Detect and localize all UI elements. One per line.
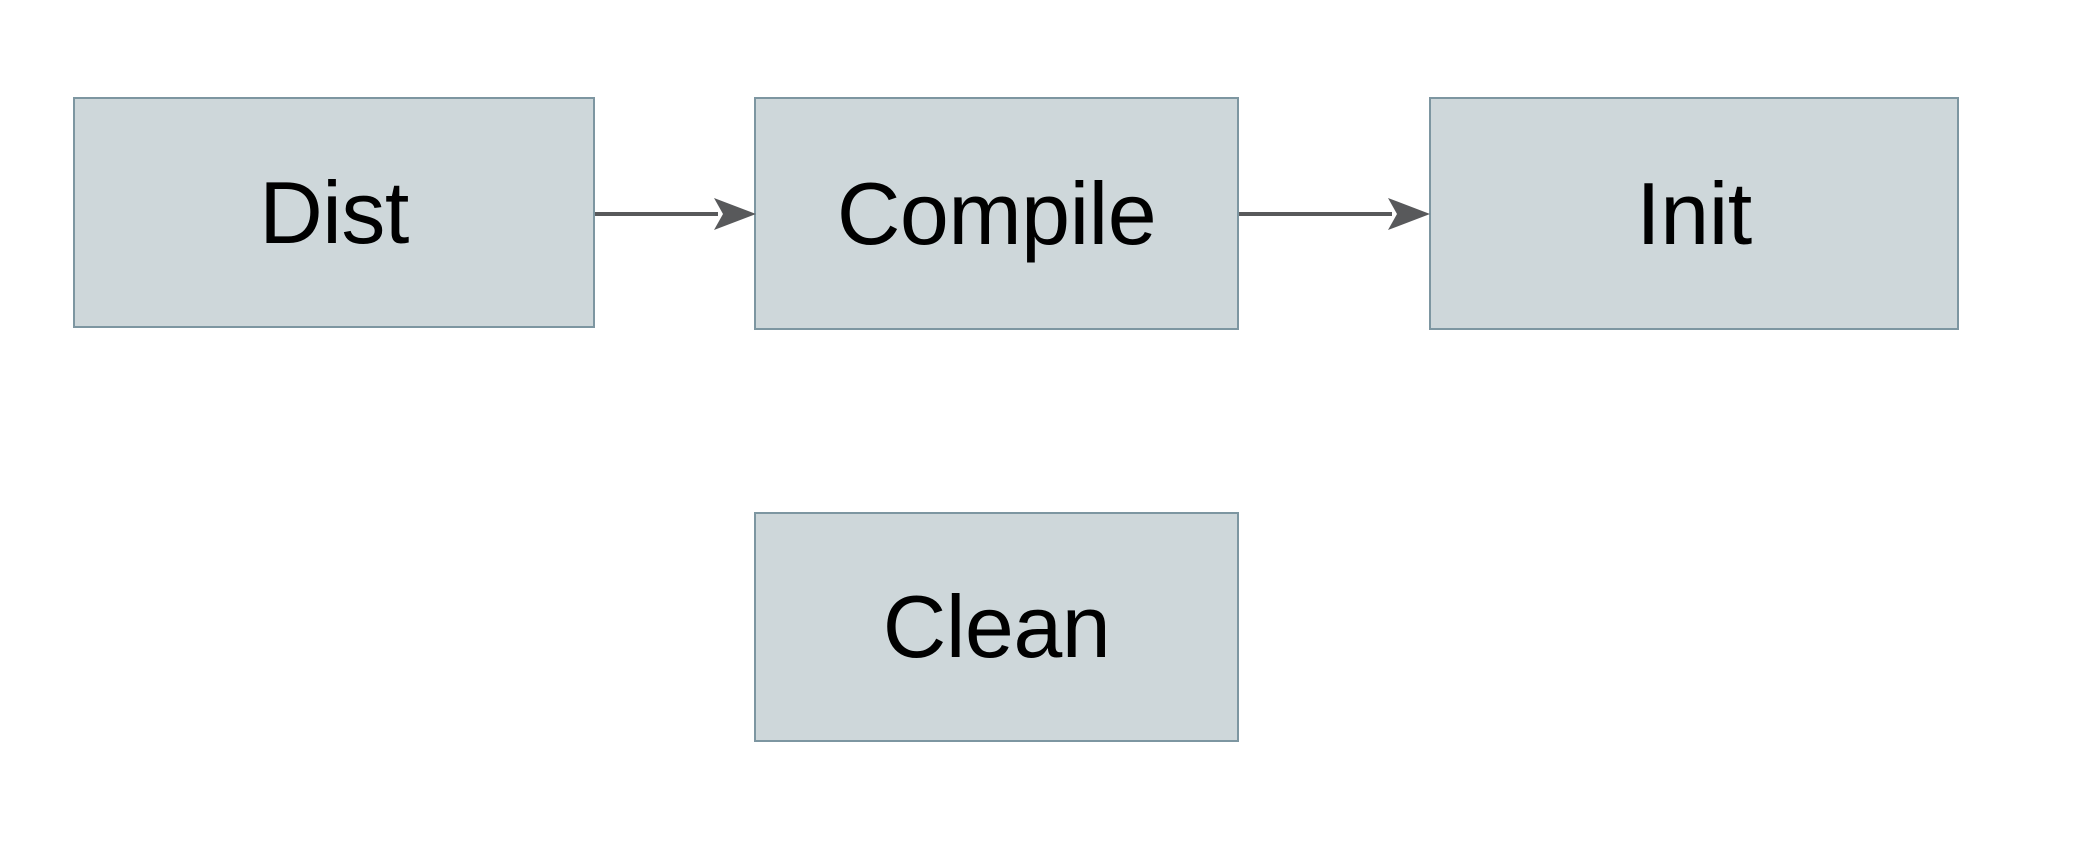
edge-compile-to-init[interactable] xyxy=(1234,190,1434,240)
node-label-compile: Compile xyxy=(836,163,1157,263)
diagram-node-compile[interactable]: Compile xyxy=(754,97,1239,330)
arrowhead-icon xyxy=(1388,198,1430,230)
node-label-clean: Clean xyxy=(882,577,1111,676)
diagram-node-init[interactable]: Init xyxy=(1429,97,1959,330)
diagram-node-clean[interactable]: Clean xyxy=(754,512,1239,742)
diagram-node-dist[interactable]: Dist xyxy=(73,97,595,328)
arrowhead-icon xyxy=(714,198,756,230)
edge-dist-to-compile[interactable] xyxy=(590,190,760,240)
node-label-init: Init xyxy=(1636,163,1752,263)
node-label-dist: Dist xyxy=(259,162,409,262)
